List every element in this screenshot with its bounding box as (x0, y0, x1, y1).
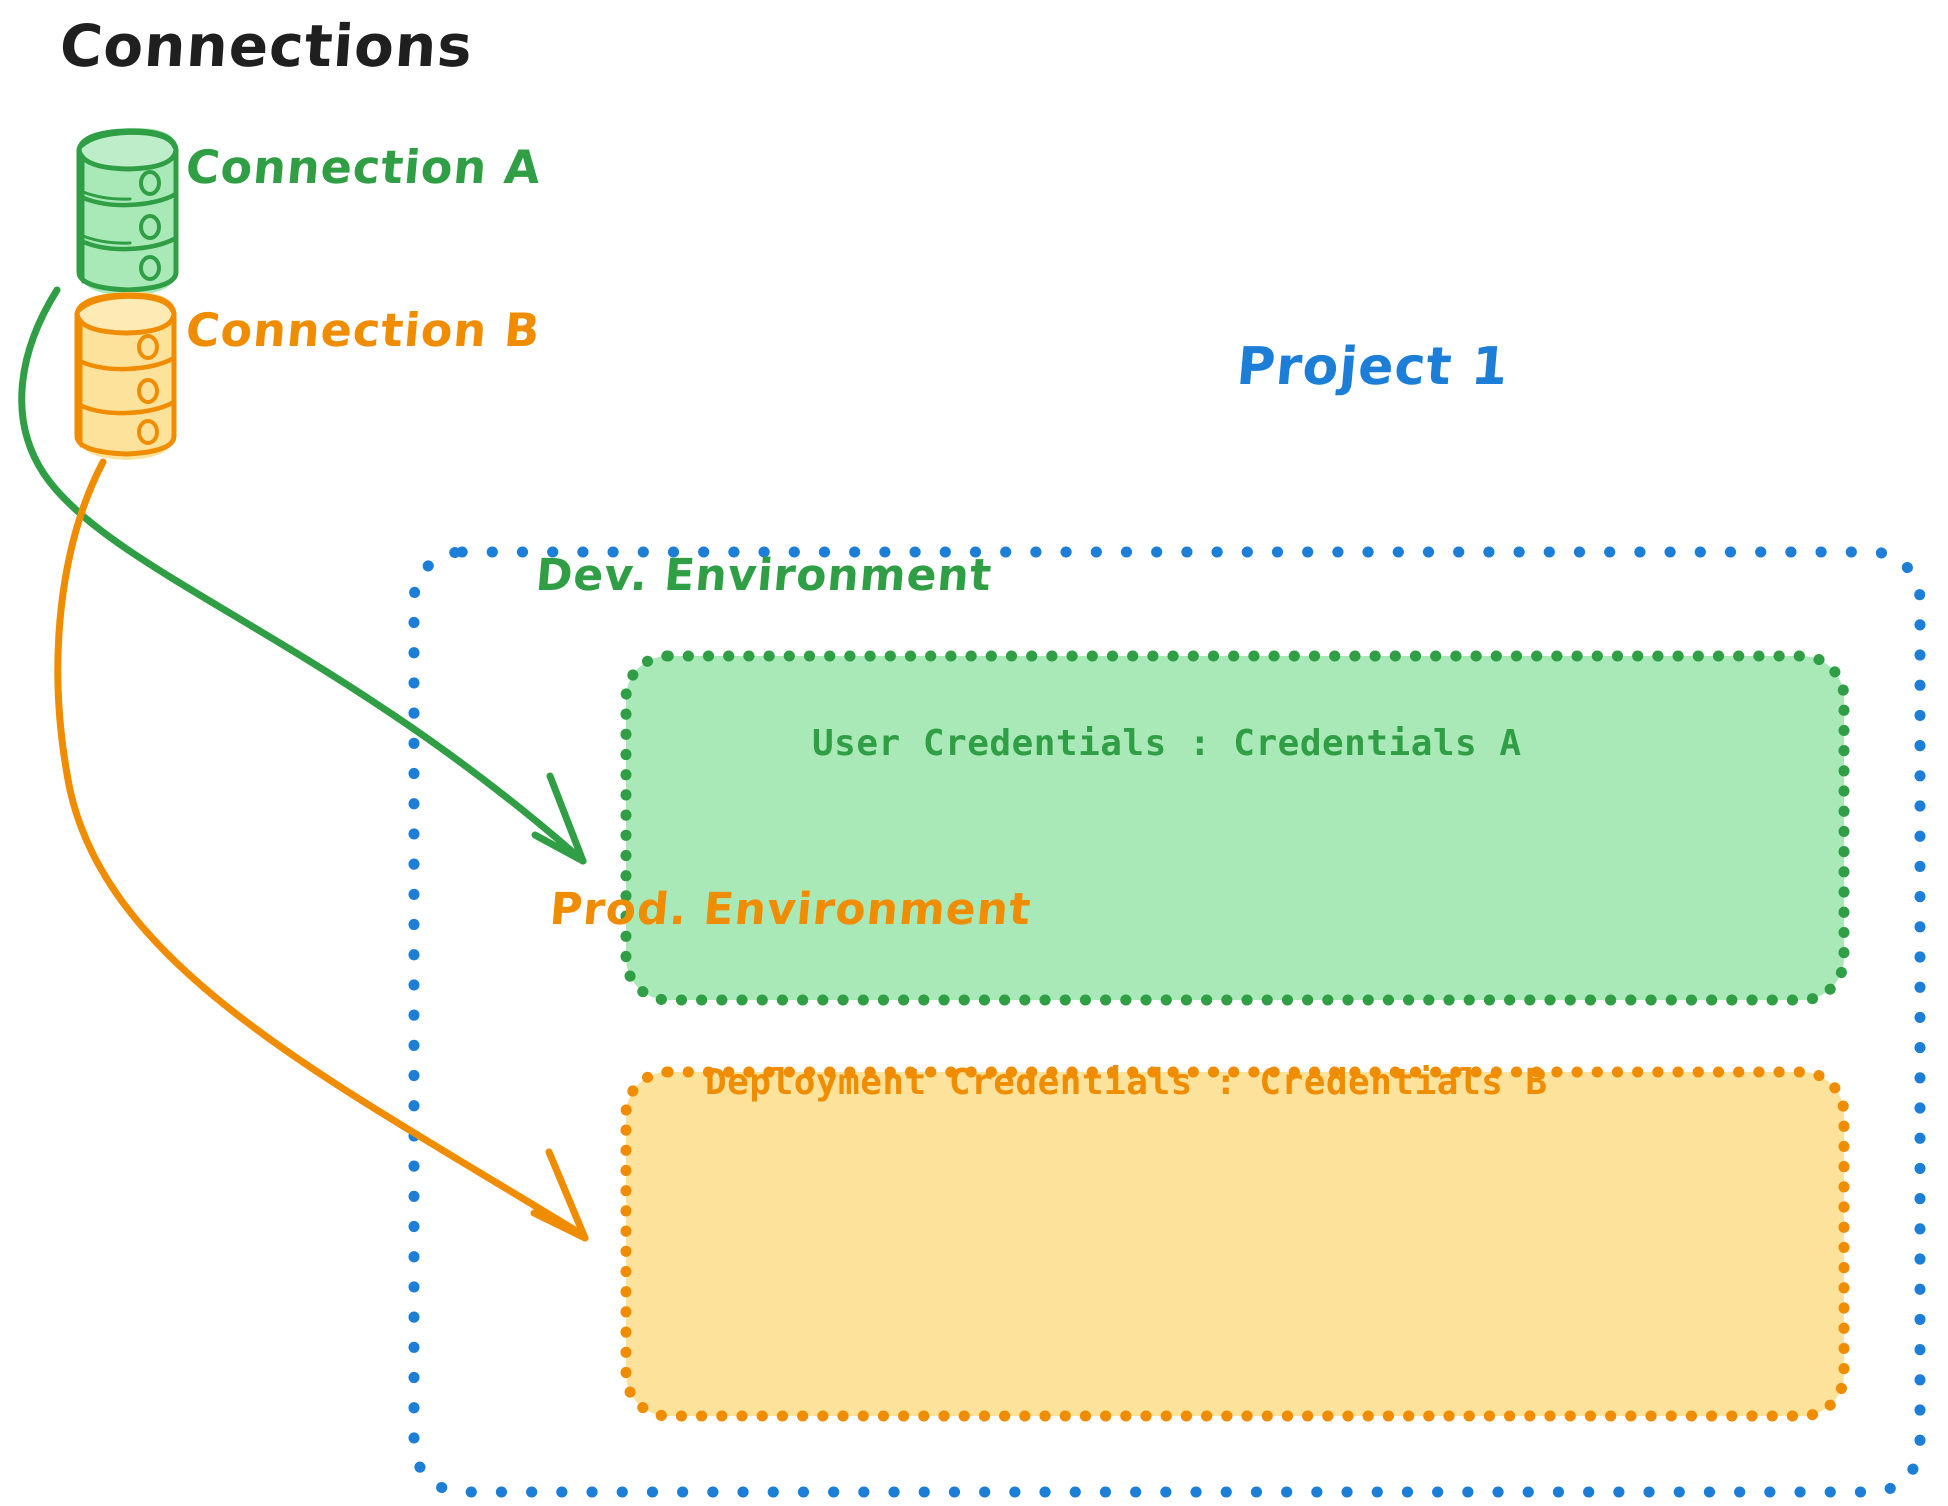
prod-environment-credentials: Deployment Credentials : Credentials B (705, 1062, 1548, 1103)
page-title: Connections (57, 12, 476, 80)
project-label: Project 1 (1234, 337, 1512, 397)
dev-environment-box[interactable] (620, 650, 1850, 1006)
project-container-border (408, 546, 1926, 1498)
connection-b-label: Connection B (183, 303, 543, 357)
arrow-connection-a-to-dev (18, 286, 587, 865)
prod-environment-title: Prod. Environment (547, 884, 1034, 935)
dev-environment-credentials: User Credentials : Credentials A (812, 723, 1522, 764)
connection-a-label: Connection A (183, 140, 544, 194)
database-icon-connection-b (74, 291, 177, 460)
arrow-connection-b-to-prod (54, 458, 589, 1242)
prod-environment-box[interactable] (620, 1066, 1850, 1422)
database-icon-connection-a (76, 127, 179, 296)
dev-environment-title: Dev. Environment (533, 550, 995, 601)
